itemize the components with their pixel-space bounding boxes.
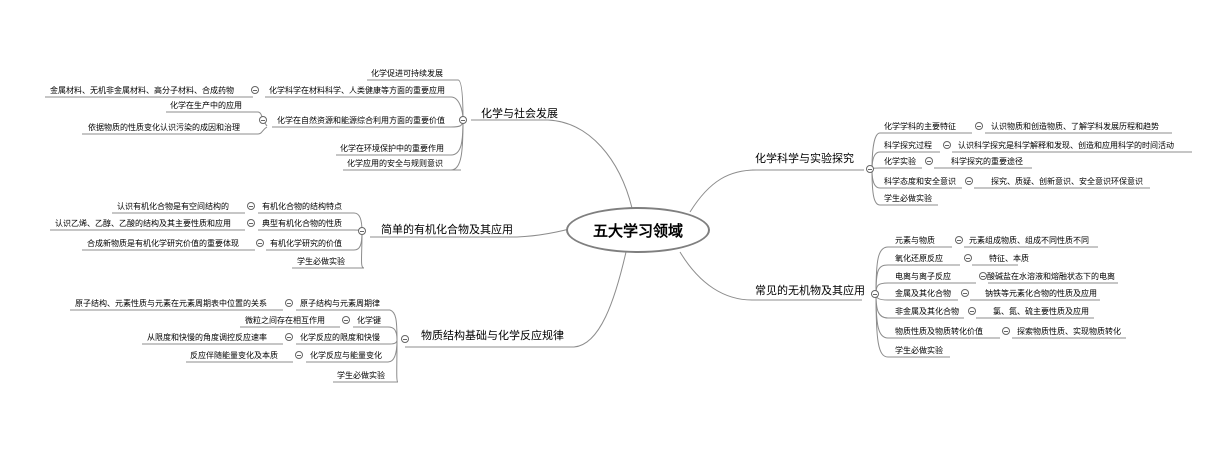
collapse-icon[interactable] xyxy=(342,316,350,324)
subtopic-explore-transform[interactable]: 探索物质性质、实现物质转化 xyxy=(1017,327,1121,336)
collapse-icon[interactable] xyxy=(401,335,409,343)
topic-required-experiments[interactable]: 学生必做实验 xyxy=(895,346,943,355)
branch-science-inquiry[interactable]: 化学科学与实验探究 xyxy=(755,152,854,165)
subtopic-electrolyte-ionization[interactable]: 酸碱盐在水溶液和熔融状态下的电离 xyxy=(987,272,1115,281)
subtopic-discipline-trends[interactable]: 认识物质和创造物质、了解学科发展历程和趋势 xyxy=(991,122,1159,131)
topic-typical-organic-properties[interactable]: 典型有机化合物的性质 xyxy=(262,219,342,228)
subtopic-element-composition[interactable]: 元素组成物质、组成不同性质不同 xyxy=(969,236,1089,245)
topic-attitude-safety[interactable]: 科学态度和安全意识 xyxy=(884,177,956,186)
subtopic-particle-interaction[interactable]: 微粒之间存在相互作用 xyxy=(245,316,325,325)
topic-materials-health[interactable]: 化学科学在材料科学、人类健康等方面的重要应用 xyxy=(269,86,445,95)
subtopic-new-substance-synthesis[interactable]: 合成新物质是有机化学研究价值的重要体现 xyxy=(87,239,239,248)
topic-discipline-features[interactable]: 化学学科的主要特征 xyxy=(884,122,956,131)
collapse-icon[interactable] xyxy=(247,219,255,227)
subtopic-inquiry-approach[interactable]: 科学探究的重要途径 xyxy=(951,157,1023,166)
topic-metals-compounds[interactable]: 金属及其化合物 xyxy=(895,289,951,298)
collapse-icon[interactable] xyxy=(251,86,259,94)
collapse-icon[interactable] xyxy=(961,289,969,297)
central-topic[interactable]: 五大学习领域 xyxy=(566,207,710,253)
collapse-icon[interactable] xyxy=(1002,327,1010,335)
subtopic-chlorine-nitrogen-sulfur[interactable]: 氯、氮、硫主要性质及应用 xyxy=(993,307,1089,316)
collapse-icon[interactable] xyxy=(968,307,976,315)
branch-structure-reaction-laws[interactable]: 物质结构基础与化学反应规律 xyxy=(421,329,564,342)
topic-substance-transformation[interactable]: 物质性质及物质转化价值 xyxy=(895,327,983,336)
branch-chemistry-society[interactable]: 化学与社会发展 xyxy=(481,107,558,120)
topic-reaction-energy[interactable]: 化学反应与能量变化 xyxy=(310,351,382,360)
collapse-icon[interactable] xyxy=(955,236,963,244)
collapse-icon[interactable] xyxy=(256,239,264,247)
subtopic-pollution-causes[interactable]: 依据物质的性质变化认识污染的成因和治理 xyxy=(88,123,240,132)
topic-organic-structure[interactable]: 有机化合物的结构特点 xyxy=(262,202,342,211)
collapse-icon[interactable] xyxy=(247,202,255,210)
branch-organic-compounds[interactable]: 简单的有机化合物及其应用 xyxy=(381,223,513,236)
subtopic-inquiry-practice[interactable]: 认识科学探究是科学解释和发现、创造和应用科学的时间活动 xyxy=(958,141,1174,150)
subtopic-awareness-list[interactable]: 探究、质疑、创新意识、安全意识环保意识 xyxy=(991,177,1143,186)
topic-environmental-protection[interactable]: 化学在环境保护中的重要作用 xyxy=(340,144,444,153)
collapse-icon[interactable] xyxy=(259,116,267,124)
topic-organic-research-value[interactable]: 有机化学研究的价值 xyxy=(270,239,342,248)
subtopic-feature-nature[interactable]: 特征、本质 xyxy=(989,254,1029,263)
subtopic-spatial-structure[interactable]: 认识有机化合物是有空间结构的 xyxy=(117,202,229,211)
branch-inorganic-substances[interactable]: 常见的无机物及其应用 xyxy=(755,284,865,297)
topic-periodic-law[interactable]: 原子结构与元素周期律 xyxy=(300,299,380,308)
subtopic-atomic-structure-relation[interactable]: 原子结构、元素性质与元素在元素周期表中位置的关系 xyxy=(75,299,267,308)
collapse-icon[interactable] xyxy=(358,227,366,235)
topic-safety-rules[interactable]: 化学应用的安全与规则意识 xyxy=(347,159,443,168)
subtopic-rate-control[interactable]: 从限度和快慢的角度调控反应速率 xyxy=(147,333,267,342)
collapse-icon[interactable] xyxy=(285,333,293,341)
collapse-icon[interactable] xyxy=(925,157,933,165)
collapse-icon[interactable] xyxy=(866,165,874,173)
topic-chemistry-experiment[interactable]: 化学实验 xyxy=(884,157,916,166)
topic-required-experiments[interactable]: 学生必做实验 xyxy=(297,257,345,266)
topic-required-experiments[interactable]: 学生必做实验 xyxy=(337,371,385,380)
collapse-icon[interactable] xyxy=(871,290,879,298)
collapse-icon[interactable] xyxy=(459,116,467,124)
topic-required-experiments[interactable]: 学生必做实验 xyxy=(884,194,932,203)
collapse-icon[interactable] xyxy=(285,299,293,307)
subtopic-materials-list[interactable]: 金属材料、无机非金属材料、高分子材料、合成药物 xyxy=(50,86,234,95)
subtopic-energy-change-nature[interactable]: 反应伴随能量变化及本质 xyxy=(190,351,278,360)
topic-sustainable-development[interactable]: 化学促进可持续发展 xyxy=(371,69,443,78)
collapse-icon[interactable] xyxy=(979,272,987,280)
subtopic-sodium-iron[interactable]: 钠铁等元素化合物的性质及应用 xyxy=(985,289,1097,298)
collapse-icon[interactable] xyxy=(295,351,303,359)
collapse-icon[interactable] xyxy=(975,122,983,130)
collapse-icon[interactable] xyxy=(943,141,951,149)
topic-ionization-ionic-reaction[interactable]: 电离与离子反应 xyxy=(895,272,951,281)
topic-chemical-bond[interactable]: 化学键 xyxy=(357,316,381,325)
topic-elements-substances[interactable]: 元素与物质 xyxy=(895,236,935,245)
topic-reaction-limit-rate[interactable]: 化学反应的限度和快慢 xyxy=(300,333,380,342)
collapse-icon[interactable] xyxy=(965,177,973,185)
topic-redox-reaction[interactable]: 氧化还原反应 xyxy=(895,254,943,263)
collapse-icon[interactable] xyxy=(964,254,972,262)
topic-nonmetals-compounds[interactable]: 非金属及其化合物 xyxy=(895,307,959,316)
subtopic-production-applications[interactable]: 化学在生产中的应用 xyxy=(170,101,242,110)
topic-inquiry-process[interactable]: 科学探究过程 xyxy=(884,141,932,150)
subtopic-ethylene-ethanol-acetic[interactable]: 认识乙烯、乙醇、乙酸的结构及其主要性质和应用 xyxy=(55,219,231,228)
topic-resources-energy[interactable]: 化学在自然资源和能源综合利用方面的重要价值 xyxy=(277,116,445,125)
